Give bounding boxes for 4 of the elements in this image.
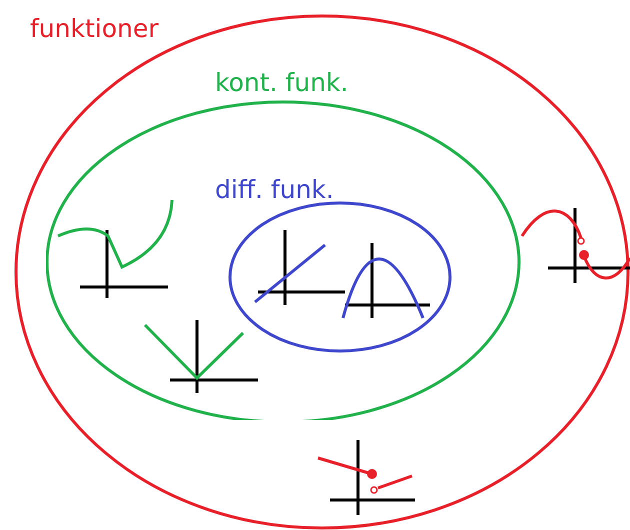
set-label: kont. funk. [215,68,348,97]
set-label: diff. funk. [215,175,334,204]
set-ellipse [14,12,630,530]
set-label: funktioner [30,14,159,43]
